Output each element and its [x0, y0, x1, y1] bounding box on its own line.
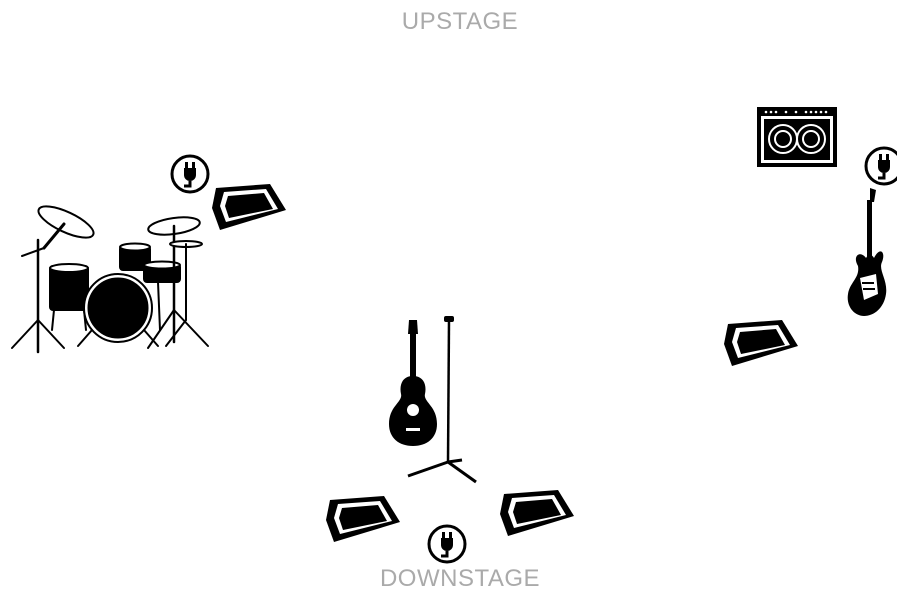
wedge-monitor-icon-front-right — [498, 490, 576, 540]
mic-stand-icon — [404, 314, 480, 490]
guitar-amp-icon — [756, 106, 838, 168]
downstage-label: DOWNSTAGE — [0, 565, 897, 593]
wedge-monitor-icon-front-left — [324, 496, 402, 546]
drum-kit-icon — [8, 200, 218, 360]
power-outlet-icon-drums — [168, 152, 212, 196]
power-outlet-icon-front — [425, 522, 469, 566]
electric-guitar-icon — [844, 186, 892, 318]
wedge-monitor-icon-right — [722, 320, 800, 370]
wedge-monitor-icon-drums — [210, 184, 288, 234]
power-outlet-icon-right — [862, 144, 897, 188]
upstage-label: UPSTAGE — [0, 8, 897, 36]
